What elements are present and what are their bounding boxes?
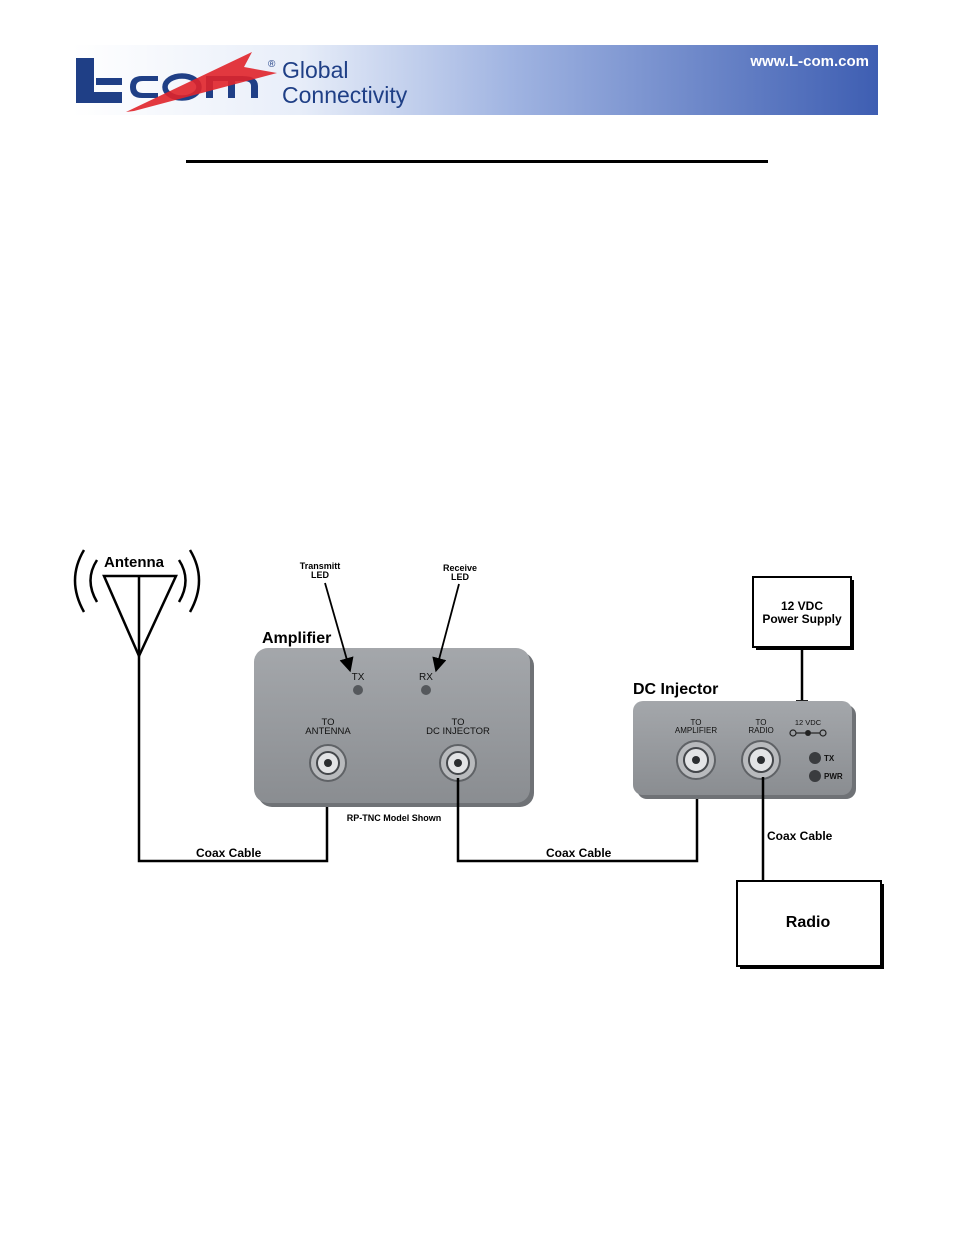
amplifier-port1-line2: ANTENNA [305, 726, 351, 737]
radio-box [736, 880, 884, 969]
amplifier-port2-line2: DC INJECTOR [426, 726, 490, 737]
coax-cable-label-1: Coax Cable [196, 846, 262, 860]
rx-led-indicator [421, 685, 431, 695]
coax-cable-label-2: Coax Cable [546, 846, 612, 860]
antenna-icon [73, 549, 201, 660]
power-supply-box [752, 576, 854, 650]
injector-port2-line2: RADIO [748, 726, 773, 735]
connection-diagram: Antenna Coax Cable Amplifier TX RX TO AN… [73, 549, 884, 969]
header-banner: ® Global Connectivity www.L-com.com [72, 45, 878, 115]
receive-led-arrow [432, 583, 460, 673]
amplifier-port2-line1: TO [451, 717, 464, 728]
website-link[interactable]: www.L-com.com [749, 53, 869, 70]
injector-pwr-led-indicator [809, 770, 821, 782]
dc-injector-port-connector [439, 744, 477, 782]
transmit-led-label-line1: Transmitt [300, 561, 341, 571]
injector-port2-line1: TO [756, 718, 767, 727]
amplifier-title: Amplifier [262, 630, 331, 647]
title-rule [186, 160, 768, 163]
injector-port1-line2: AMPLIFIER [675, 726, 717, 735]
amplifier-tx-label: TX [352, 672, 365, 683]
lcom-logo [76, 52, 277, 112]
receive-led-label-line1: Receive [443, 563, 477, 573]
radio-port-connector [741, 740, 781, 780]
power-supply-line1: 12 VDC [781, 599, 823, 613]
transmit-led-arrow [324, 582, 354, 673]
antenna-label: Antenna [104, 554, 165, 571]
transmit-led-label-line2: LED [311, 570, 330, 580]
amplifier-caption: RP-TNC Model Shown [347, 813, 442, 823]
injector-tx-led-indicator [809, 752, 821, 764]
antenna-port-connector [309, 744, 347, 782]
amplifier-port-connector [676, 740, 716, 780]
injector-tx-label: TX [824, 754, 835, 763]
receive-led-label-line2: LED [451, 572, 470, 582]
tagline-connectivity: Connectivity [282, 82, 408, 108]
tagline-global: Global [282, 57, 348, 83]
injector-port1-line1: TO [691, 718, 702, 727]
injector-pwr-label: PWR [824, 772, 843, 781]
amplifier-port1-line1: TO [321, 717, 334, 728]
dc-injector-title: DC Injector [633, 681, 718, 698]
injector-power-label: 12 VDC [795, 718, 822, 727]
amplifier-device [254, 648, 534, 807]
coax-cable-antenna [137, 656, 329, 863]
coax-cable-label-3: Coax Cable [767, 829, 833, 843]
tx-led-indicator [353, 685, 363, 695]
polarity-icon [789, 729, 827, 737]
radio-label: Radio [786, 914, 831, 931]
amplifier-rx-label: RX [419, 672, 433, 683]
dc-injector-device [633, 701, 856, 799]
coax-cable-amplifier [456, 777, 699, 863]
registered-mark: ® [268, 59, 276, 70]
power-supply-line2: Power Supply [762, 612, 842, 626]
